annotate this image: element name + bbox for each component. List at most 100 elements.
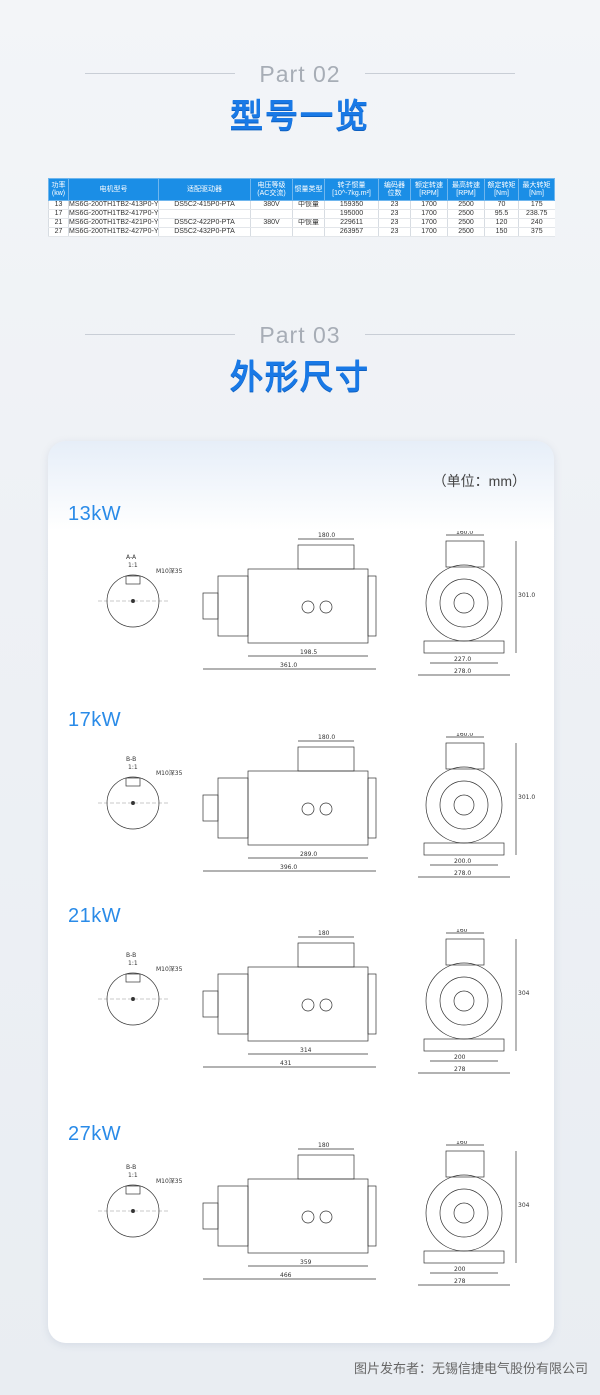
table-cell: 70 (484, 200, 519, 210)
terminal-box (297, 746, 355, 772)
dim-text: 314 (300, 1047, 312, 1054)
dim-text: 160 (456, 929, 468, 934)
dim-text: 198.5 (300, 649, 317, 656)
section-label: B-B (126, 1164, 136, 1171)
table-cell: 23 (378, 227, 411, 237)
scale-label: 1:1 (128, 764, 138, 771)
dim-text: 289.0 (300, 851, 317, 858)
table-header-cell: 最高转速 [RPM] (447, 178, 485, 201)
table-cell: MS6G-200TH1TB2-413P0-Y (68, 200, 159, 210)
shaft-shape (202, 794, 219, 822)
part-label: Part 03 (259, 322, 341, 348)
dim-text: 278.0 (454, 668, 471, 675)
model-spec-table: 功率 (kw)电机型号适配驱动器电压等级 (AC交流)惯量类型转子惯量 [10^… (48, 178, 555, 237)
drawing-svg: B-B1:1M10深35180.0289.0396.0160.0200.0278… (98, 731, 535, 878)
motor-body (247, 966, 369, 1042)
flange-shape (217, 575, 249, 637)
dim-text: 200 (454, 1054, 466, 1061)
dim-text: 278 (454, 1278, 466, 1285)
flange-shape (217, 973, 249, 1035)
keyway-shape (125, 777, 141, 787)
unit-label: （单位：mm） (432, 473, 526, 489)
dim-text: 180 (318, 930, 330, 937)
shaft-front (453, 592, 475, 614)
table-cell: 13 (48, 200, 69, 210)
shaft-front (453, 1202, 475, 1224)
table-cell: 195000 (324, 209, 379, 219)
model-title-17kw: 17kW (68, 709, 122, 731)
rear-cover (367, 777, 377, 839)
connector-shape (319, 1210, 333, 1224)
dim-text: 431 (280, 1060, 292, 1067)
divider-left (85, 334, 235, 335)
connector-shape (301, 600, 315, 614)
table-cell: MS6G-200TH1TB2-421P0-Y (68, 218, 159, 228)
table-cell: 120 (484, 218, 519, 228)
shaft-shape (202, 990, 219, 1018)
table-cell: 中惯量 (292, 218, 325, 228)
terminal-box (297, 942, 355, 968)
table-cell: 17 (48, 209, 69, 219)
dim-text: 227.0 (454, 656, 471, 663)
table-cell: 1700 (410, 209, 448, 219)
table-cell: 150 (484, 227, 519, 237)
bearing-ring (439, 1188, 489, 1238)
table-cell: 95.5 (484, 209, 519, 219)
keyway-shape (125, 973, 141, 983)
base-plate (423, 640, 505, 654)
model-title-27kw: 27kW (68, 1123, 122, 1145)
center-mark (131, 997, 135, 1001)
table-cell: MS6G-200TH1TB2-417P0-Y (68, 209, 159, 219)
motor-body (247, 568, 369, 644)
table-cell: 2500 (447, 218, 485, 228)
table-header-cell: 额定转矩 [Nm] (484, 178, 519, 201)
table-cell: 23 (378, 218, 411, 228)
terminal-box-front (445, 1150, 485, 1178)
table-cell: 1700 (410, 200, 448, 210)
rear-cover (367, 973, 377, 1035)
table-header-cell: 最大转矩 [Nm] (518, 178, 555, 201)
table-header-cell: 惯量类型 (292, 178, 325, 201)
table-cell: 2500 (447, 200, 485, 210)
part-03-header: Part 03 外形尺寸 (0, 321, 600, 399)
flange-front (425, 962, 503, 1040)
table-cell: DS5C2-415P0-PTA (158, 200, 251, 210)
flange-front (425, 1174, 503, 1252)
dim-text: 304 (518, 1202, 530, 1209)
table-cell: 23 (378, 209, 411, 219)
table-header-cell: 适配驱动器 (158, 178, 251, 201)
drawing-svg: A-A1:1M10深35180.0198.5361.0160.0227.0278… (98, 529, 535, 676)
table-cell: 175 (518, 200, 555, 210)
dim-text: 180.0 (318, 532, 335, 539)
model-title-21kw: 21kW (68, 905, 122, 927)
connector-shape (319, 998, 333, 1012)
rear-cover (367, 1185, 377, 1247)
dim-text: 466 (280, 1272, 292, 1279)
thread-label: M10深35 (156, 567, 183, 575)
dim-text: 396.0 (280, 864, 297, 871)
flange-shape (217, 1185, 249, 1247)
dim-text: 160 (456, 1141, 468, 1146)
dim-text: 180 (318, 1142, 330, 1149)
table-cell: DS5C2-432P0-PTA (158, 227, 251, 237)
table-cell (250, 209, 293, 219)
connector-shape (319, 802, 333, 816)
table-cell: 21 (48, 218, 69, 228)
flange-shape (217, 777, 249, 839)
motor-body (247, 770, 369, 846)
table-cell: 159350 (324, 200, 379, 210)
table-cell: 380V (250, 200, 293, 210)
table-cell: 23 (378, 200, 411, 210)
thread-label: M10深35 (156, 1177, 183, 1185)
table-cell: 2500 (447, 209, 485, 219)
center-mark (131, 801, 135, 805)
connector-shape (319, 600, 333, 614)
flange-front (425, 564, 503, 642)
divider-right (365, 334, 515, 335)
table-header-cell: 功率 (kw) (48, 178, 69, 201)
